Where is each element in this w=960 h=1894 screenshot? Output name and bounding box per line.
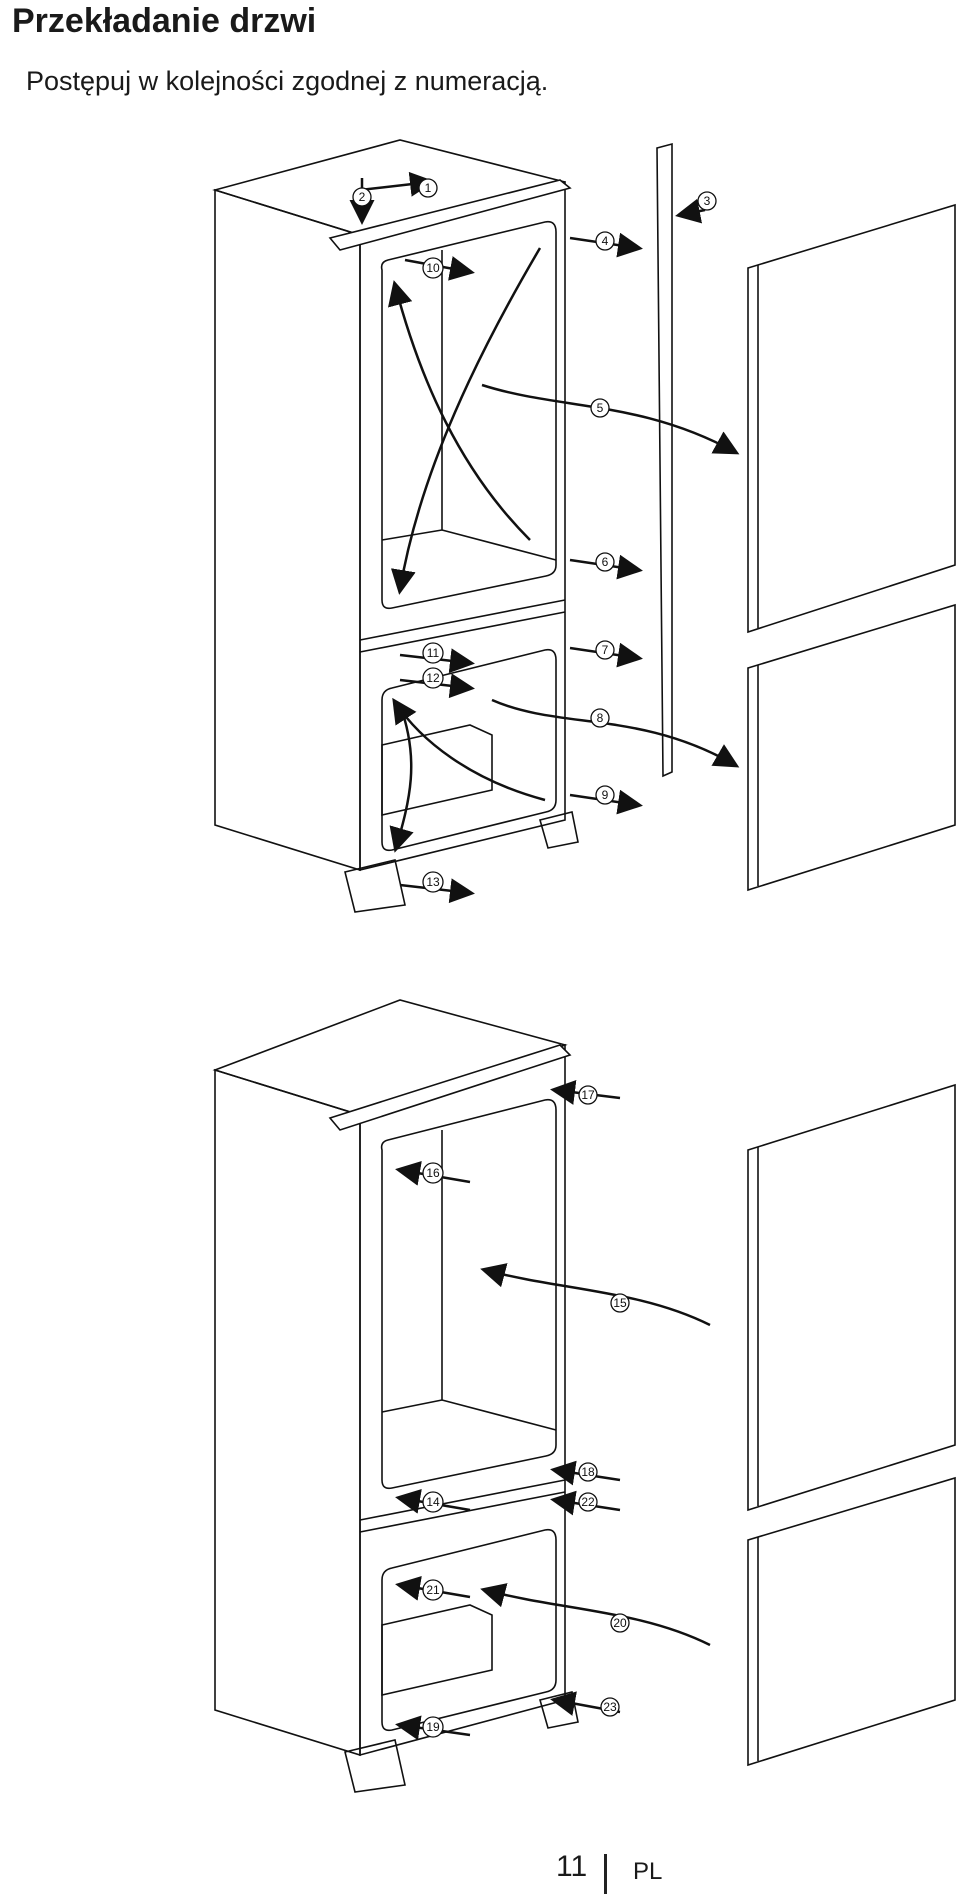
step-marker: 20 bbox=[610, 1613, 630, 1633]
step-marker: 8 bbox=[590, 708, 610, 728]
step-number: 2 bbox=[359, 190, 366, 204]
step-number: 3 bbox=[704, 194, 711, 208]
step-marker: 7 bbox=[595, 640, 615, 660]
step-number: 21 bbox=[426, 1583, 440, 1597]
fridge-top-arrows bbox=[349, 171, 740, 904]
step-labels-top: 1 2 3 4 5 6 7 8 9 10 11 12 13 bbox=[352, 178, 717, 893]
fridge-bottom-arrows bbox=[395, 1080, 711, 1741]
step-marker: 12 bbox=[422, 667, 444, 689]
step-marker: 11 bbox=[422, 642, 444, 664]
step-marker: 23 bbox=[600, 1697, 620, 1717]
step-marker: 10 bbox=[422, 257, 444, 279]
step-marker: 2 bbox=[352, 187, 372, 207]
step-number: 15 bbox=[613, 1296, 627, 1310]
step-marker: 22 bbox=[578, 1492, 598, 1512]
step-number: 17 bbox=[581, 1088, 595, 1102]
step-number: 5 bbox=[597, 401, 604, 415]
page-number: 11 bbox=[556, 1850, 588, 1883]
footer-divider bbox=[604, 1854, 607, 1894]
step-number: 22 bbox=[581, 1495, 595, 1509]
step-marker: 5 bbox=[590, 398, 610, 418]
step-labels-bottom: 14 15 16 17 18 19 20 21 22 23 bbox=[422, 1085, 630, 1738]
step-number: 12 bbox=[426, 671, 440, 685]
step-number: 23 bbox=[603, 1700, 617, 1714]
step-number: 13 bbox=[426, 875, 440, 889]
step-marker: 14 bbox=[422, 1491, 444, 1513]
step-marker: 16 bbox=[422, 1162, 444, 1184]
instruction-text: Postępuj w kolejności zgodnej z numeracj… bbox=[26, 66, 549, 96]
step-number: 1 bbox=[425, 181, 432, 195]
step-marker: 9 bbox=[595, 785, 615, 805]
fridge-top-illustration bbox=[212, 139, 956, 913]
step-marker: 18 bbox=[578, 1462, 598, 1482]
step-number: 16 bbox=[426, 1166, 440, 1180]
page-title: Przekładanie drzwi bbox=[12, 2, 317, 40]
step-number: 14 bbox=[426, 1495, 440, 1509]
step-number: 9 bbox=[602, 788, 609, 802]
step-marker: 4 bbox=[595, 231, 615, 251]
language-code: PL bbox=[633, 1858, 663, 1885]
step-number: 20 bbox=[613, 1616, 627, 1630]
step-number: 18 bbox=[581, 1465, 595, 1479]
step-marker: 21 bbox=[422, 1579, 444, 1601]
step-marker: 1 bbox=[418, 178, 438, 198]
fridge-bottom-illustration bbox=[212, 999, 956, 1793]
step-marker: 13 bbox=[422, 871, 444, 893]
step-number: 10 bbox=[426, 261, 440, 275]
step-marker: 3 bbox=[697, 191, 717, 211]
page-footer: 11 PL bbox=[0, 1850, 960, 1894]
step-marker: 15 bbox=[610, 1293, 630, 1313]
step-number: 11 bbox=[427, 646, 440, 660]
step-number: 19 bbox=[426, 1720, 440, 1734]
step-number: 4 bbox=[602, 234, 609, 248]
step-number: 6 bbox=[602, 555, 609, 569]
step-marker: 17 bbox=[578, 1085, 598, 1105]
step-number: 7 bbox=[602, 643, 609, 657]
step-marker: 6 bbox=[595, 552, 615, 572]
step-marker: 19 bbox=[422, 1716, 444, 1738]
step-number: 8 bbox=[597, 711, 604, 725]
